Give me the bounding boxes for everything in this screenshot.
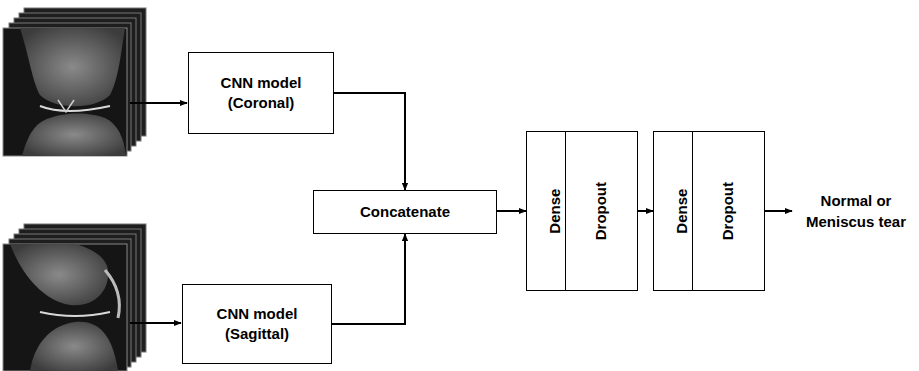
cnn-box: CNN model (Sagittal): [182, 284, 332, 364]
layer-label: Dropout: [591, 182, 611, 240]
dropout-layer: Dropout: [692, 131, 765, 291]
coronal-stack: [3, 8, 146, 156]
input-arrow: [130, 322, 181, 324]
dropout-layer: Dropout: [565, 131, 638, 291]
sagittal-stack: [3, 224, 146, 371]
concatenate-box: Concatenate: [313, 190, 497, 234]
flow-arrow: [332, 234, 405, 324]
flow-arrow: [334, 93, 405, 190]
box-label: Concatenate: [360, 202, 450, 222]
box-label: CNN model (Sagittal): [194, 304, 320, 345]
layer-label: Dense: [673, 188, 693, 233]
input-arrow: [130, 102, 187, 104]
cnn-box: CNN model (Coronal): [188, 52, 334, 134]
flow-arrow: [638, 210, 654, 212]
layer-label: Dropout: [718, 182, 738, 240]
output-label: Normal or Meniscus tear: [798, 190, 914, 232]
layer-label: Dense: [546, 188, 566, 233]
box-label: CNN model (Coronal): [200, 73, 322, 114]
flow-arrow: [497, 210, 526, 212]
